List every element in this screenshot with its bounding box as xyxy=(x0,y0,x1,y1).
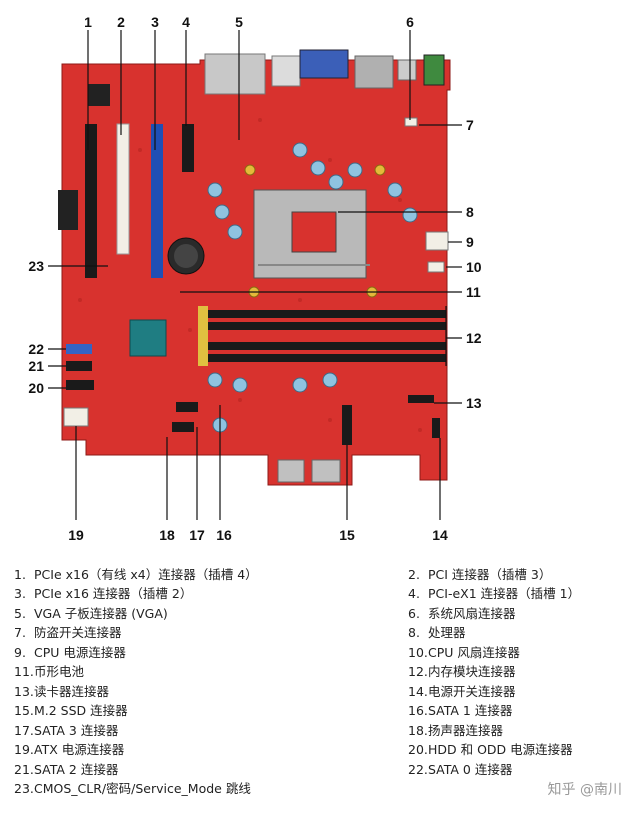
system-fan-connector xyxy=(404,117,418,127)
slot-pci-3 xyxy=(116,123,130,255)
legend-item-16: 16.SATA 1 连接器 xyxy=(408,703,513,718)
callout-2: 2 xyxy=(117,14,125,30)
callout-7: 7 xyxy=(466,117,474,133)
sata-3-connector xyxy=(172,422,194,432)
callout-15: 15 xyxy=(339,527,355,543)
callout-21: 21 xyxy=(28,358,44,374)
cpu-socket xyxy=(253,189,367,279)
legend-item-4: 4.PCI-eX1 连接器（插槽 1） xyxy=(408,586,581,601)
dimm-slot-4 xyxy=(198,354,446,362)
legend-item-7: 7.防盗开关连接器 xyxy=(14,625,122,640)
callout-14: 14 xyxy=(432,527,448,543)
callout-18: 18 xyxy=(159,527,175,543)
legend-item-19: 19.ATX 电源连接器 xyxy=(14,742,125,757)
card-reader-connector xyxy=(408,395,434,403)
pch-chip xyxy=(129,319,167,357)
callout-6: 6 xyxy=(406,14,414,30)
sata-2-connector xyxy=(66,361,92,371)
legend-item-15: 15.M.2 SSD 连接器 xyxy=(14,703,128,718)
callout-17: 17 xyxy=(189,527,205,543)
slot-pcie-x16-4 xyxy=(85,124,97,278)
callout-9: 9 xyxy=(466,234,474,250)
sata-0-connector xyxy=(66,344,92,354)
dimm-slot-1 xyxy=(198,310,446,318)
callout-4: 4 xyxy=(182,14,190,30)
cpu-fan-connector xyxy=(427,261,445,273)
callout-23: 23 xyxy=(28,258,44,274)
legend-item-5: 5.VGA 子板连接器 (VGA) xyxy=(14,606,168,621)
callout-8: 8 xyxy=(466,204,474,220)
callout-3: 3 xyxy=(151,14,159,30)
legend-item-11: 11.币形电池 xyxy=(14,664,85,679)
legend-item-8: 8.处理器 xyxy=(408,625,466,640)
legend-item-21: 21.SATA 2 连接器 xyxy=(14,762,119,777)
legend-item-6: 6.系统风扇连接器 xyxy=(408,606,516,621)
slot-pcie-x1-1 xyxy=(182,124,194,172)
m2-ssd-connector xyxy=(342,405,352,445)
callout-10: 10 xyxy=(466,259,482,275)
legend-item-17: 17.SATA 3 连接器 xyxy=(14,723,119,738)
atx-power-connector xyxy=(63,407,89,427)
legend-item-12: 12.内存模块连接器 xyxy=(408,664,516,679)
callout-16: 16 xyxy=(216,527,232,543)
callout-1: 1 xyxy=(84,14,92,30)
legend-item-18: 18.扬声器连接器 xyxy=(408,723,504,738)
legend-item-9: 9.CPU 电源连接器 xyxy=(14,645,126,660)
legend-item-14: 14.电源开关连接器 xyxy=(408,684,516,699)
power-switch-connector xyxy=(432,418,440,438)
callout-12: 12 xyxy=(466,330,482,346)
legend-item-20: 20.HDD 和 ODD 电源连接器 xyxy=(408,742,573,757)
legend-item-13: 13.读卡器连接器 xyxy=(14,684,110,699)
dimm-slot-2 xyxy=(198,322,446,330)
hdd-odd-power-connector xyxy=(66,380,94,390)
slot-pcie-x16-2 xyxy=(151,124,163,278)
callout-13: 13 xyxy=(466,395,482,411)
motherboard-diagram: 1 2 3 4 5 6 14 15 16 17 18 19 7 8 9 10 1… xyxy=(28,14,482,543)
legend-item-10: 10.CPU 风扇连接器 xyxy=(408,645,520,660)
legend-item-2: 2.PCI 连接器（插槽 3） xyxy=(408,567,552,582)
vga-port xyxy=(299,49,349,79)
dimm-slot-3 xyxy=(198,342,446,350)
callout-11: 11 xyxy=(466,284,481,300)
watermark: 知乎 @南川 xyxy=(547,782,622,798)
legend-item-1: 1.PCIe x16（有线 x4）连接器（插槽 4） xyxy=(14,567,258,582)
callout-19: 19 xyxy=(68,527,84,543)
legend-item-22: 22.SATA 0 连接器 xyxy=(408,762,513,777)
sata-1-connector xyxy=(176,402,198,412)
legend-item-3: 3.PCIe x16 连接器（插槽 2） xyxy=(14,586,193,601)
cpu-power-connector xyxy=(425,231,449,251)
callout-22: 22 xyxy=(28,341,44,357)
callout-5: 5 xyxy=(235,14,243,30)
rear-io-ports xyxy=(204,53,266,95)
legend-item-23: 23.CMOS_CLR/密码/Service_Mode 跳线 xyxy=(14,781,251,796)
legend: 1.PCIe x16（有线 x4）连接器（插槽 4） 2.PCI 连接器（插槽 … xyxy=(0,560,632,813)
callout-20: 20 xyxy=(28,380,44,396)
